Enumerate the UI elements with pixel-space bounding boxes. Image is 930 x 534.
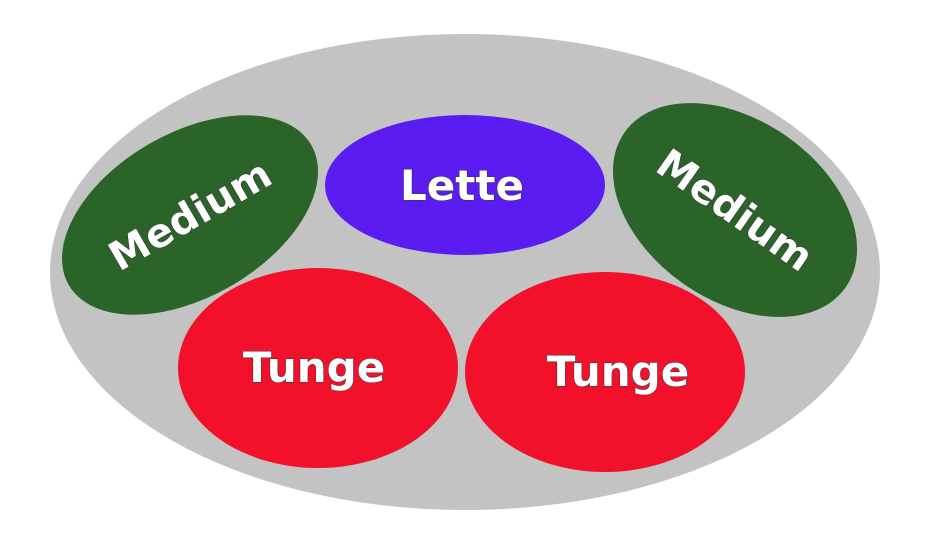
lette-node: Lette: [325, 115, 605, 255]
tunge-right-ellipse: [465, 272, 745, 472]
tunge-right-node: Tunge: [465, 272, 745, 472]
medium-left-node: Medium: [62, 115, 318, 315]
tunge-left-ellipse: [178, 268, 458, 468]
medium-left-ellipse: [62, 115, 318, 315]
tunge-left-label: Tunge: [243, 343, 385, 392]
medium-right-ellipse: [612, 103, 858, 317]
medium-right-node: Medium: [612, 103, 858, 317]
lette-label: Lette: [400, 161, 524, 210]
lette-ellipse: [325, 115, 605, 255]
tunge-left-node: Tunge: [178, 268, 458, 468]
tunge-right-label: Tunge: [547, 347, 689, 396]
